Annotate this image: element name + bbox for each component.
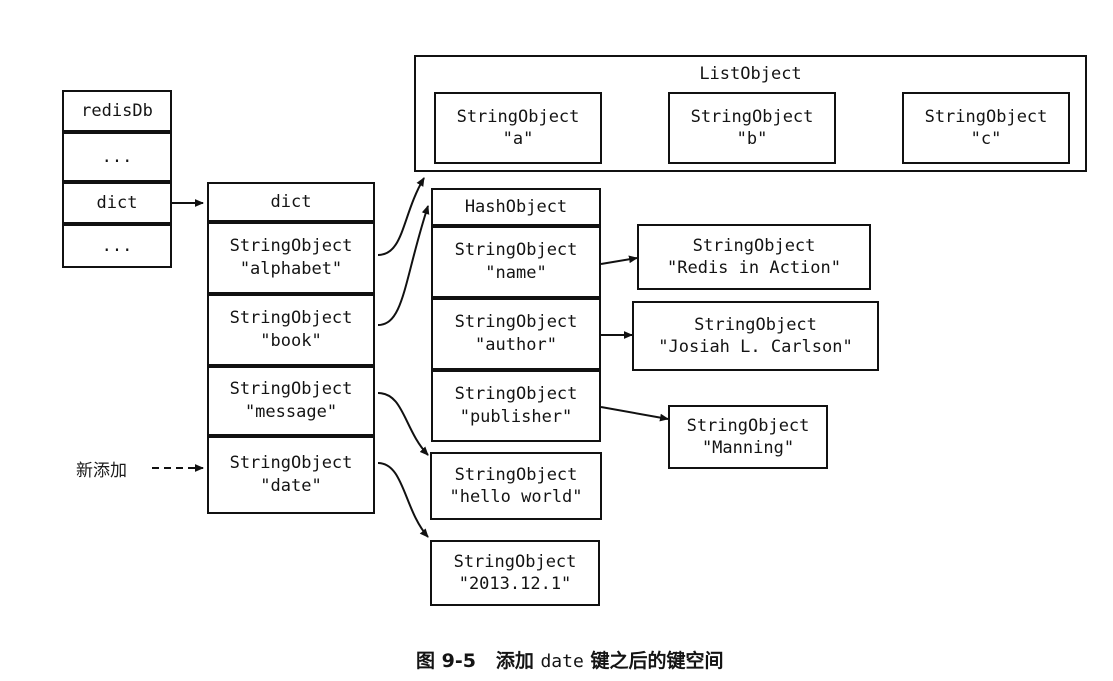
arrow-name-to-redis-in-action (600, 255, 638, 265)
arrow-book-to-hashobject (377, 205, 430, 326)
redisdb-row-dict[interactable]: dict (62, 182, 172, 224)
arrow-alphabet-to-listobject (377, 177, 425, 256)
list-node-value: "c" (970, 129, 1002, 149)
figure-caption: 图 9-5 添加 date 键之后的键空间 (0, 624, 1113, 681)
hash-value-type: StringObject (692, 235, 816, 256)
dict-entry-value: "book" (260, 331, 322, 351)
hash-value-redis-in-action[interactable]: StringObject "Redis in Action" (637, 224, 871, 290)
redisdb-row-ellipsis-bottom: ... (62, 224, 172, 268)
dict-entry-type: StringObject (229, 379, 353, 400)
hash-field-value: "author" (475, 335, 557, 355)
dict-entry-book[interactable]: StringObject "book" (207, 294, 375, 366)
arrow-publisher-to-manning (600, 406, 669, 422)
list-node-type: StringObject (690, 106, 814, 127)
arrow-date-to-date-value (377, 462, 429, 538)
hash-value-text: "Redis in Action" (667, 258, 841, 278)
caption-key: date (540, 651, 584, 672)
hash-value-text: "Manning" (701, 438, 795, 458)
new-added-label: 新添加 (76, 461, 127, 481)
dict-entry-type: StringObject (229, 236, 353, 257)
hash-object-title-cell: HashObject (431, 188, 601, 226)
string-value-text: "2013.12.1" (458, 574, 572, 594)
string-value-text: "hello world" (449, 487, 583, 507)
hash-field-type: StringObject (454, 240, 578, 261)
list-node-b[interactable]: StringObject "b" (668, 92, 836, 164)
list-node-value: "a" (502, 129, 534, 149)
redisdb-row-ellipsis-top: ... (62, 132, 172, 182)
hash-value-josiah-carlson[interactable]: StringObject "Josiah L. Carlson" (632, 301, 879, 371)
list-object-title: ListObject (699, 64, 802, 84)
caption-tail: 键之后的键空间 (590, 650, 724, 672)
hash-field-type: StringObject (454, 384, 578, 405)
hash-field-value: "publisher" (459, 407, 573, 427)
dict-entry-type: StringObject (229, 453, 353, 474)
list-node-value: "b" (736, 129, 768, 149)
hash-field-type: StringObject (454, 312, 578, 333)
caption-verb: 添加 (495, 650, 534, 672)
hash-field-name[interactable]: StringObject "name" (431, 226, 601, 298)
redisdb-title: redisDb (81, 100, 153, 121)
dict-entry-value: "alphabet" (239, 259, 343, 279)
string-value-type: StringObject (454, 464, 578, 485)
dict-entry-type: StringObject (229, 308, 353, 329)
arrow-message-to-hello-world (377, 392, 429, 456)
redisdb-title-cell: redisDb (62, 90, 172, 132)
string-value-hello-world[interactable]: StringObject "hello world" (430, 452, 602, 520)
hash-value-type: StringObject (694, 314, 817, 335)
hash-field-publisher[interactable]: StringObject "publisher" (431, 370, 601, 442)
redisdb-row-label: ... (101, 235, 133, 256)
list-node-type: StringObject (456, 106, 580, 127)
dict-entry-value: "message" (244, 402, 338, 422)
dict-title-cell: dict (207, 182, 375, 222)
hash-value-type: StringObject (686, 415, 810, 436)
string-value-type: StringObject (453, 551, 577, 572)
list-node-a[interactable]: StringObject "a" (434, 92, 602, 164)
hash-value-text: "Josiah L. Carlson" (658, 337, 853, 357)
dict-entry-message[interactable]: StringObject "message" (207, 366, 375, 436)
string-value-date[interactable]: StringObject "2013.12.1" (430, 540, 600, 606)
dict-title: dict (270, 191, 312, 212)
list-node-type: StringObject (924, 106, 1048, 127)
dict-entry-alphabet[interactable]: StringObject "alphabet" (207, 222, 375, 294)
hash-value-manning[interactable]: StringObject "Manning" (668, 405, 828, 469)
hash-object-title: HashObject (464, 196, 568, 217)
dict-entry-value: "date" (260, 476, 322, 496)
caption-number: 图 9-5 (416, 650, 476, 672)
hash-field-author[interactable]: StringObject "author" (431, 298, 601, 370)
hash-field-value: "name" (485, 263, 547, 283)
list-node-c[interactable]: StringObject "c" (902, 92, 1070, 164)
dict-entry-date[interactable]: StringObject "date" (207, 436, 375, 514)
redisdb-row-label: dict (96, 192, 138, 213)
redisdb-row-label: ... (101, 146, 133, 167)
